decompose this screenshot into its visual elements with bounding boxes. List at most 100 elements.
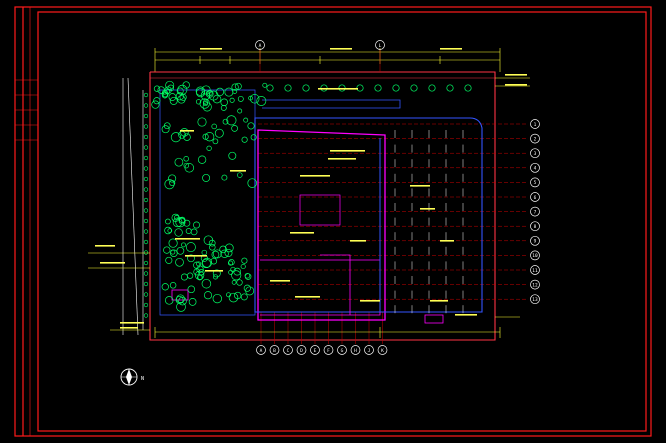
tree-symbol bbox=[428, 84, 436, 92]
column-axis-label: J bbox=[368, 348, 371, 354]
tree-symbol bbox=[446, 84, 454, 92]
row-axis-label: 5 bbox=[534, 180, 537, 186]
parking-stalls bbox=[394, 130, 464, 314]
site-boundary bbox=[149, 71, 496, 341]
tree-symbol bbox=[231, 270, 242, 281]
tree-symbol bbox=[143, 187, 149, 192]
tree-symbol bbox=[169, 282, 177, 289]
row-axis-bubble: 5 bbox=[530, 177, 540, 188]
tree-symbol bbox=[204, 132, 215, 142]
tree-symbol bbox=[203, 291, 213, 300]
tree-symbol bbox=[224, 243, 234, 253]
row-axis-bubble: 13 bbox=[530, 294, 540, 305]
row-axis-label: 13 bbox=[532, 297, 538, 303]
tree-symbol bbox=[231, 280, 237, 285]
tree-symbol bbox=[190, 228, 198, 236]
column-axis-label: E bbox=[314, 348, 317, 354]
tree-symbol bbox=[284, 84, 292, 92]
column-axis-bubble: J bbox=[364, 345, 374, 355]
tree-symbol bbox=[167, 228, 173, 233]
tree-symbol bbox=[220, 98, 228, 107]
tree-symbol bbox=[143, 124, 149, 129]
tree-symbol bbox=[185, 242, 196, 253]
tree-symbol bbox=[186, 272, 194, 279]
top-axis-bubble: L bbox=[375, 40, 385, 72]
tree-symbol bbox=[201, 249, 208, 256]
annotation-mark bbox=[270, 280, 290, 282]
tree-symbol bbox=[410, 84, 418, 92]
tree-symbol bbox=[143, 197, 149, 203]
tree-symbol bbox=[224, 87, 234, 97]
landscape-trees bbox=[143, 80, 472, 318]
north-arrow: N bbox=[120, 368, 144, 386]
tree-symbol bbox=[143, 302, 149, 308]
tree-symbol bbox=[175, 217, 186, 228]
bottom-dimensions bbox=[154, 327, 501, 338]
tree-symbol bbox=[210, 257, 218, 265]
annotation-mark bbox=[430, 300, 448, 302]
tree-symbol bbox=[243, 284, 251, 292]
north-arrow-label: N bbox=[141, 376, 144, 382]
tree-symbol bbox=[195, 99, 202, 105]
column-axis-bubble: C bbox=[283, 345, 293, 355]
top-axis-label: L bbox=[379, 43, 382, 49]
tree-symbol bbox=[211, 123, 217, 130]
tree-symbol bbox=[205, 90, 214, 98]
row-axis-label: 4 bbox=[534, 166, 537, 172]
annotation-mark bbox=[200, 48, 222, 50]
tree-symbol bbox=[181, 242, 186, 248]
annotation-mark bbox=[300, 175, 330, 177]
tree-symbol bbox=[143, 92, 149, 98]
column-axis-bubble: F bbox=[323, 345, 334, 355]
tree-symbol bbox=[165, 80, 175, 90]
tree-symbol bbox=[143, 260, 149, 266]
tree-symbol bbox=[176, 302, 186, 312]
annotation-mark bbox=[120, 327, 138, 329]
column-axis-label: A bbox=[260, 348, 263, 354]
tree-symbol bbox=[143, 229, 149, 234]
tree-symbol bbox=[143, 271, 149, 276]
tree-symbol bbox=[241, 136, 248, 143]
annotation-mark bbox=[95, 245, 115, 247]
tree-symbol bbox=[266, 84, 274, 92]
tree-symbol bbox=[143, 250, 149, 255]
tree-symbol bbox=[243, 117, 249, 123]
tree-symbol bbox=[161, 283, 169, 291]
annotation-mark bbox=[175, 238, 200, 240]
tree-symbol bbox=[165, 256, 173, 264]
column-axis-label: F bbox=[327, 348, 330, 354]
tree-symbol bbox=[168, 93, 177, 101]
tree-symbol bbox=[163, 246, 171, 254]
tree-symbol bbox=[143, 103, 149, 108]
tree-symbol bbox=[209, 244, 216, 251]
tree-symbol bbox=[174, 215, 180, 221]
tree-symbol bbox=[193, 221, 200, 229]
tree-symbol bbox=[197, 155, 207, 164]
tree-symbol bbox=[151, 100, 160, 109]
annotation-mark bbox=[420, 208, 435, 210]
tree-symbol bbox=[170, 249, 176, 255]
annotation-mark bbox=[120, 322, 144, 324]
tree-symbol bbox=[174, 157, 184, 167]
row-axis-bubble: 3 bbox=[530, 148, 540, 159]
tree-symbol bbox=[184, 163, 195, 173]
tree-symbol bbox=[226, 292, 231, 298]
tree-symbol bbox=[174, 228, 183, 237]
tree-symbol bbox=[168, 238, 178, 248]
tree-symbol bbox=[143, 176, 149, 182]
left-callouts bbox=[88, 252, 150, 331]
tree-symbol bbox=[203, 235, 214, 245]
annotation-mark bbox=[100, 262, 125, 264]
tree-symbol bbox=[228, 292, 239, 303]
tree-symbol bbox=[164, 296, 174, 305]
tree-symbol bbox=[208, 239, 216, 247]
tree-symbol bbox=[143, 134, 149, 140]
annotation-mark bbox=[205, 270, 223, 272]
tree-symbol bbox=[247, 122, 255, 130]
tree-symbol bbox=[212, 274, 219, 280]
tree-symbol bbox=[374, 84, 382, 92]
tree-symbol bbox=[202, 257, 213, 268]
core-wall bbox=[257, 129, 386, 321]
